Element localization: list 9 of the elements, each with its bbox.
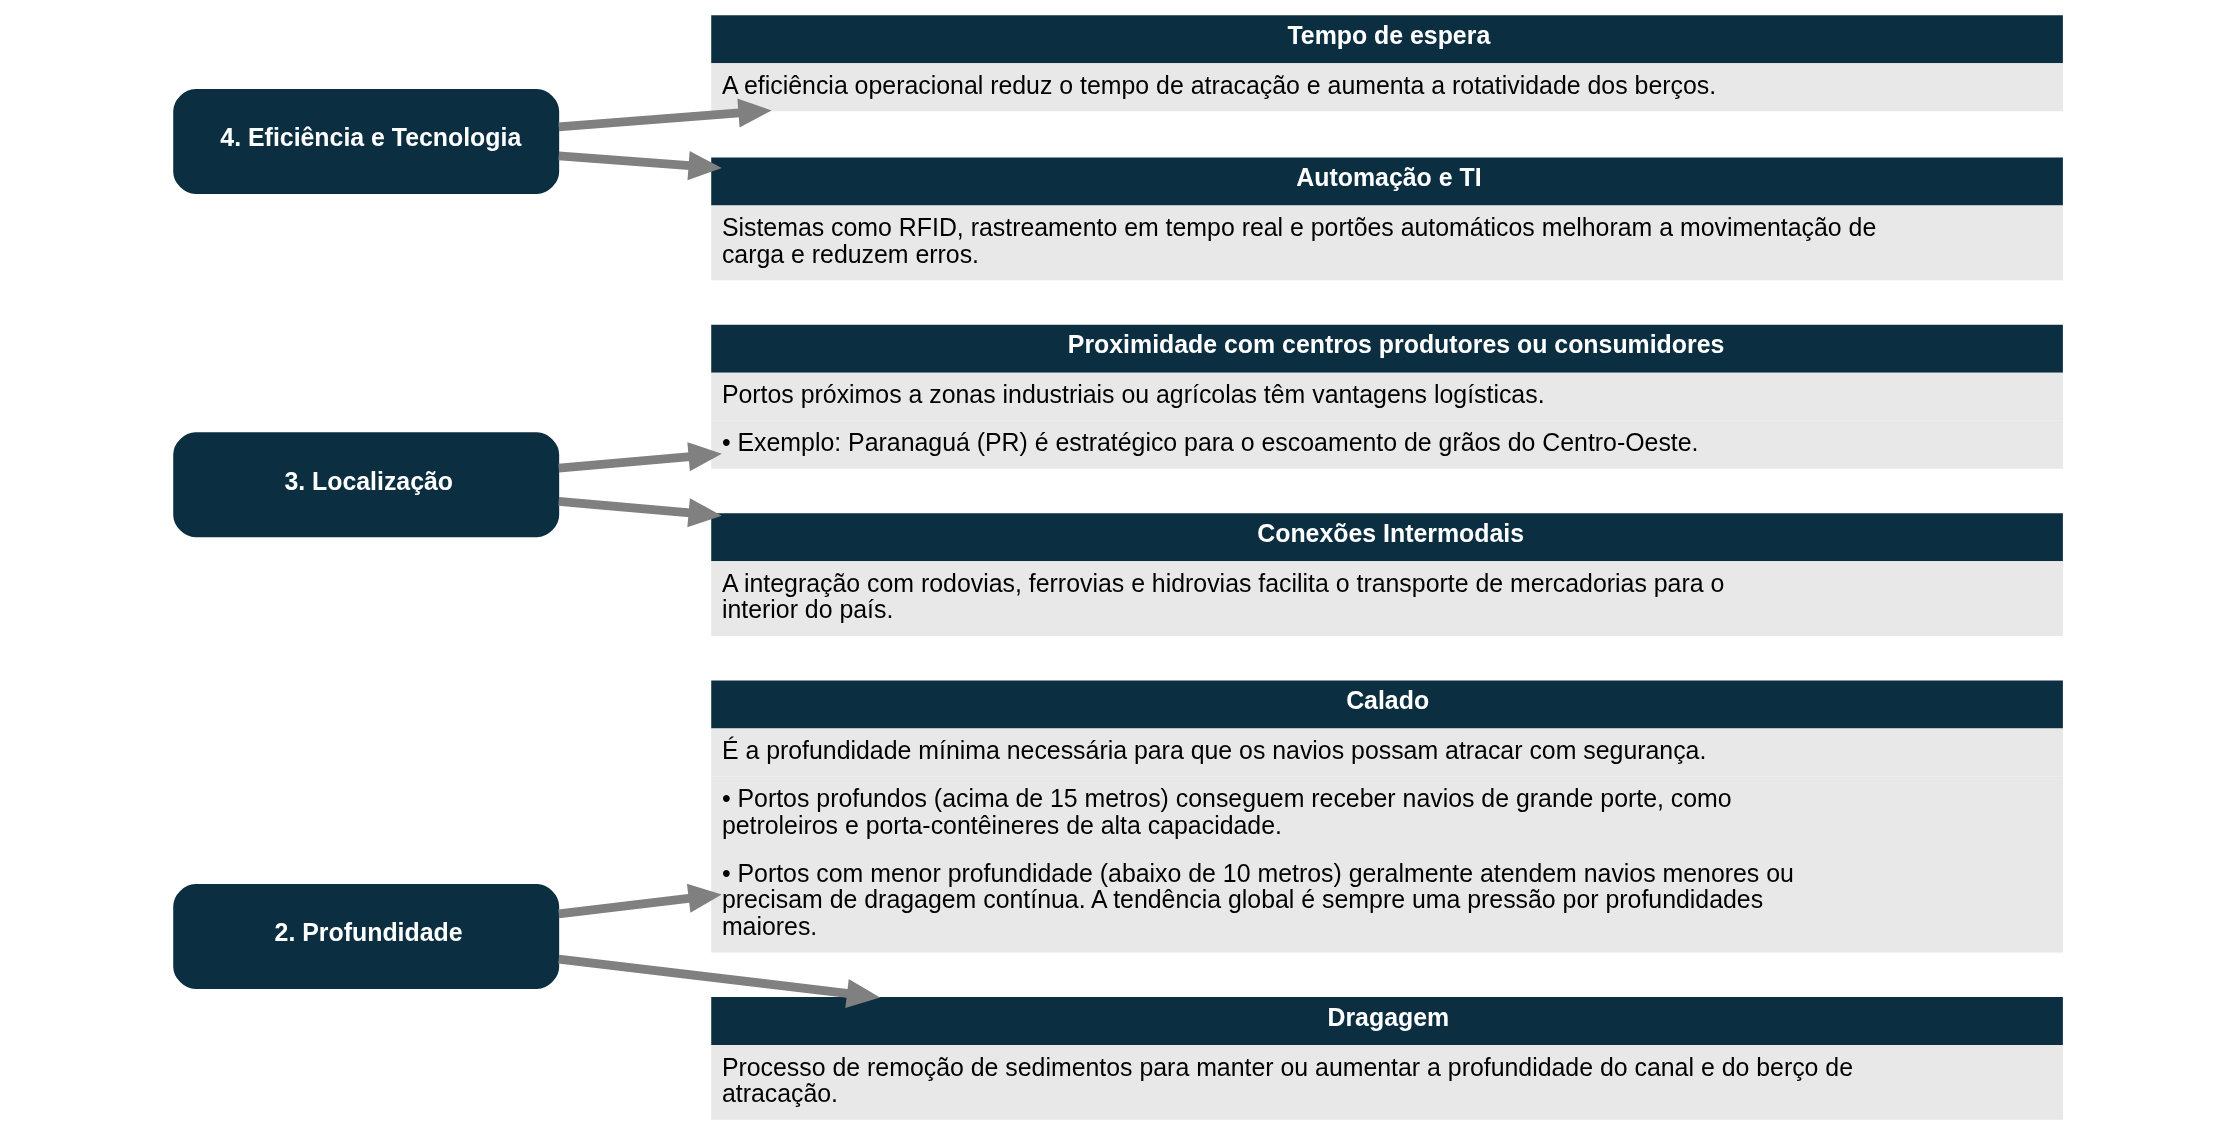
arrow xyxy=(557,98,772,132)
arrow xyxy=(557,442,722,473)
arrow xyxy=(557,151,722,181)
node-box: 2. Profundidade xyxy=(172,884,559,989)
node-box: 4. Eficiência e Tecnologia xyxy=(172,89,559,194)
arrow xyxy=(557,497,722,528)
node-box: 3. Localização xyxy=(172,432,559,538)
arrow xyxy=(557,954,880,1008)
arrow xyxy=(557,883,722,919)
